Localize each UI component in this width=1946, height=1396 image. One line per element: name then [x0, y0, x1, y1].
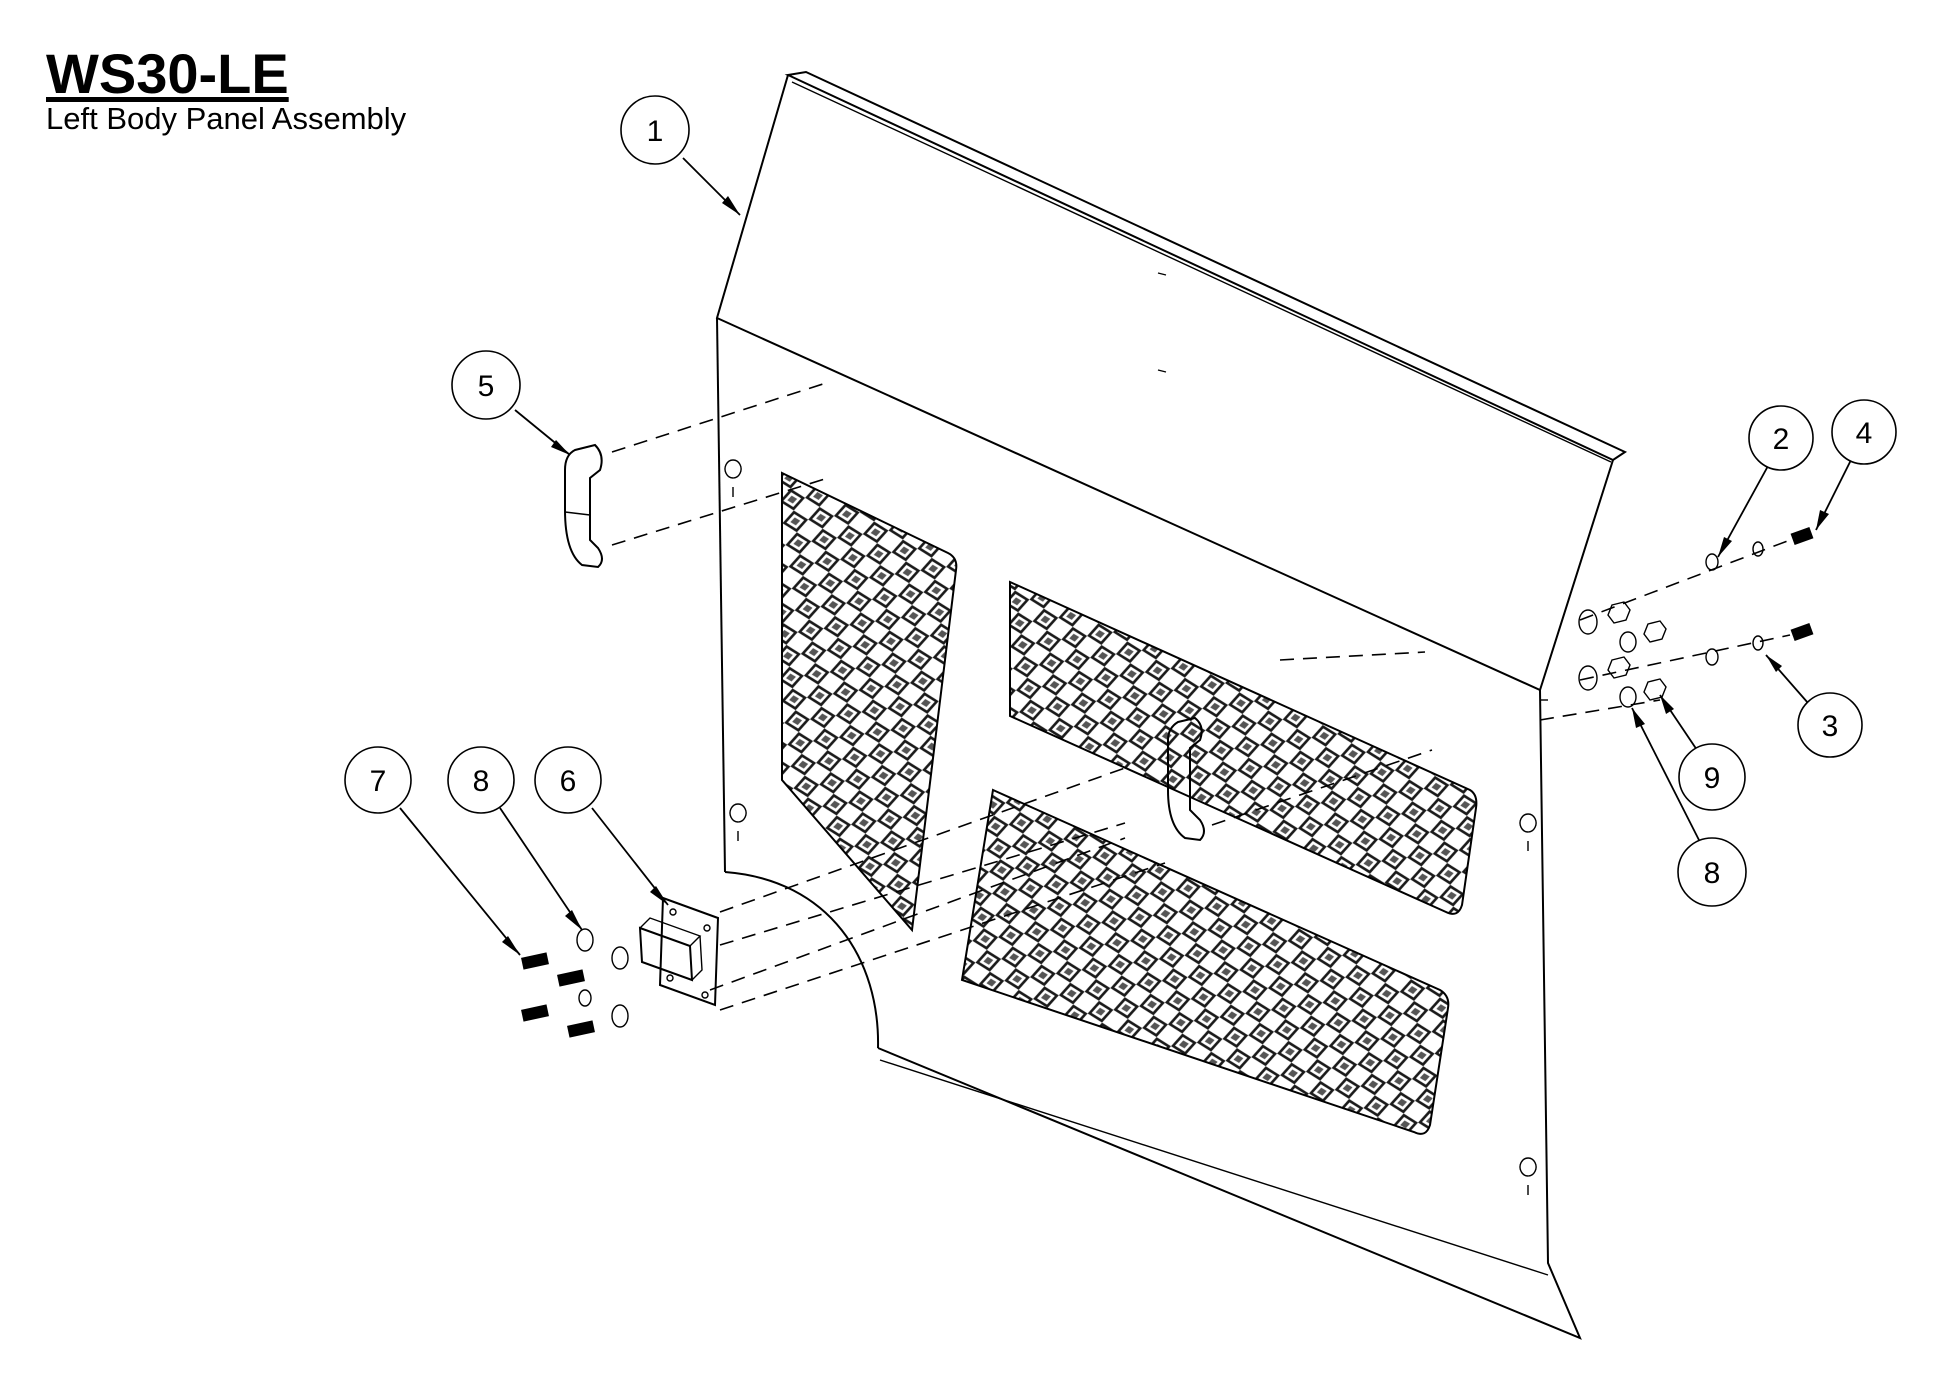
callout-9-number: 9: [1704, 762, 1721, 795]
bolts-left: [521, 952, 595, 1038]
assembly-subtitle: Left Body Panel Assembly: [46, 101, 407, 136]
callout-2-number: 2: [1773, 423, 1790, 456]
callout-7-number: 7: [370, 765, 387, 798]
callout-1: 1: [620, 95, 741, 216]
callout-5-number: 5: [478, 370, 495, 403]
callout-8b: 8: [1631, 707, 1747, 907]
grab-handle-right: [1167, 716, 1205, 842]
bracket-mount: [638, 896, 720, 1007]
mesh-grille-left: [781, 471, 958, 933]
callout-9: 9: [1659, 694, 1746, 811]
callout-6: 6: [534, 746, 669, 906]
grab-handle-left: [564, 443, 603, 569]
callout-7: 7: [344, 746, 521, 956]
callout-1-number: 1: [647, 115, 664, 148]
callout-8a: 8: [447, 746, 583, 931]
callout-3: 3: [1765, 654, 1863, 758]
body-panel: [715, 70, 1628, 1340]
callout-4-number: 4: [1856, 417, 1873, 450]
title-block: WS30-LE Left Body Panel Assembly: [46, 44, 406, 136]
callout-6-number: 6: [560, 765, 577, 798]
model-title: WS30-LE: [46, 42, 289, 105]
assembly-centerlines: [611, 382, 1791, 1011]
callout-8b-number: 8: [1704, 857, 1721, 890]
hardware-right: [1578, 526, 1814, 708]
keyhole-slots: [724, 459, 1537, 1195]
mesh-grille-lower: [960, 788, 1450, 1135]
callout-2: 2: [1717, 405, 1814, 558]
mesh-grille-upper: [1009, 580, 1478, 915]
mesh-grilles: [781, 471, 1478, 1135]
callout-3-number: 3: [1822, 710, 1839, 743]
callout-8a-number: 8: [473, 765, 490, 798]
callout-5: 5: [451, 350, 571, 456]
callout-4: 4: [1815, 399, 1897, 531]
washers-left: [576, 928, 629, 1028]
